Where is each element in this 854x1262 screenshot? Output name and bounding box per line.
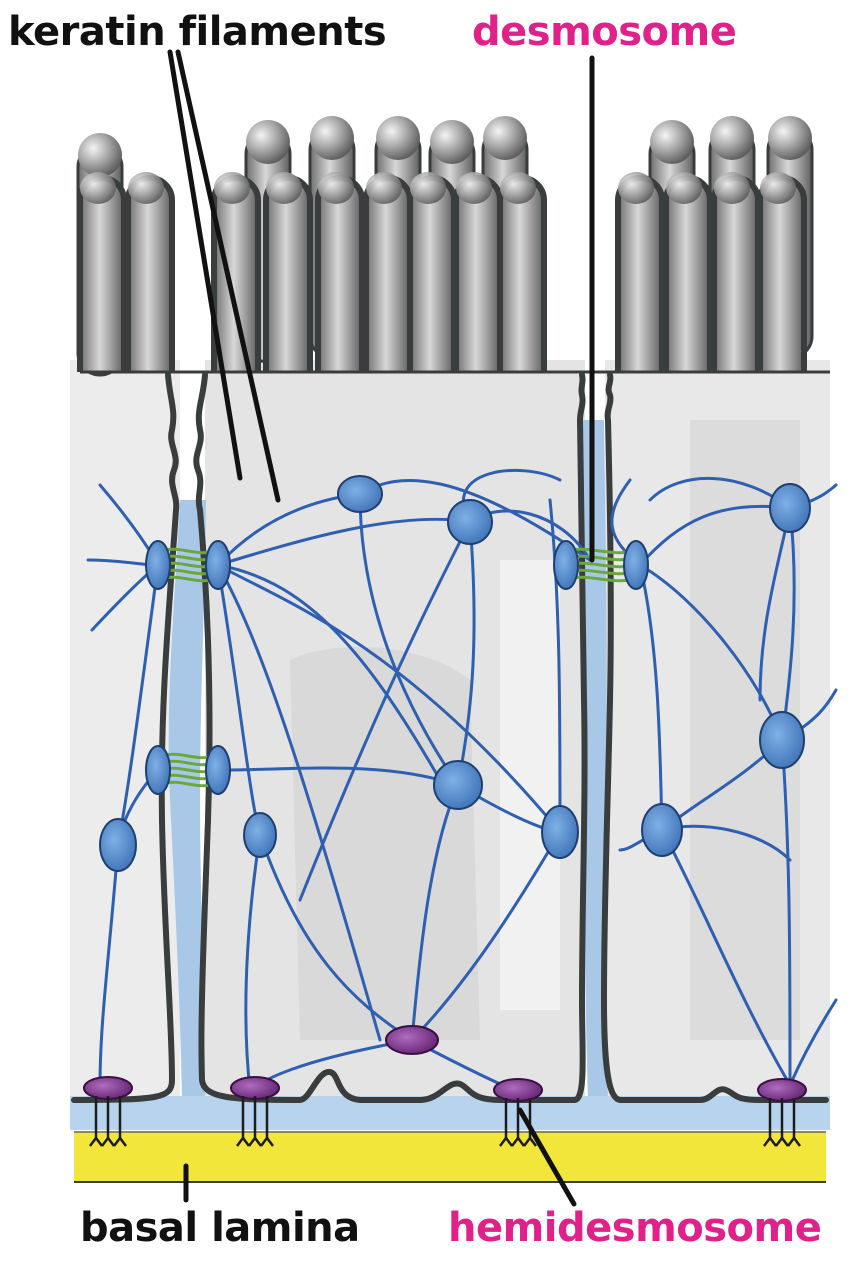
- cell-shadow: [290, 647, 480, 1040]
- microvillus-highlight: [128, 172, 164, 204]
- hemidesmosome-label: hemidesmosome: [448, 1208, 821, 1248]
- desmosome-plaque: [100, 819, 136, 871]
- basal-lamina-label: basal lamina: [80, 1208, 360, 1248]
- keratin-filaments-label: keratin filaments: [8, 12, 386, 52]
- hemidesmosome-plaque: [84, 1077, 132, 1099]
- hemidesmosome-plaque: [494, 1079, 542, 1101]
- microvillus-tip: [310, 116, 354, 160]
- microvillus-highlight: [266, 172, 302, 204]
- desmosome-plaque: [338, 476, 382, 512]
- microvillus-front: [80, 178, 124, 372]
- microvillus-tip: [710, 116, 754, 160]
- desmosome-plaque: [206, 541, 230, 589]
- microvillus-tip: [650, 120, 694, 164]
- microvillus-tip: [430, 120, 474, 164]
- microvillus-front: [410, 178, 454, 372]
- microvilli-group: [78, 116, 830, 375]
- desmosome-plaque: [146, 746, 170, 794]
- microvillus-front: [714, 178, 758, 372]
- hemidesmosome-plaque: [231, 1077, 279, 1099]
- microvillus-highlight: [714, 172, 750, 204]
- microvillus-front: [366, 178, 410, 372]
- microvillus-tip: [376, 116, 420, 160]
- microvillus-tip: [483, 116, 527, 160]
- microvillus-front: [760, 178, 804, 372]
- microvillus-highlight: [214, 172, 250, 204]
- hemidesmosome-plaque: [386, 1026, 438, 1054]
- desmosome-label: desmosome: [472, 12, 736, 52]
- microvillus-highlight: [618, 172, 654, 204]
- desmosome-plaque: [642, 804, 682, 856]
- desmosome-plaque: [206, 746, 230, 794]
- microvillus-highlight: [666, 172, 702, 204]
- desmosome-plaque: [624, 541, 648, 589]
- desmosome-plaque: [760, 712, 804, 768]
- desmosome-plaque: [554, 541, 578, 589]
- microvillus-front: [128, 178, 172, 372]
- microvillus-highlight: [760, 172, 796, 204]
- desmosome-plaque: [146, 541, 170, 589]
- microvillus-front: [666, 178, 710, 372]
- microvillus-front: [214, 178, 258, 372]
- microvillus-front: [318, 178, 362, 372]
- microvillus-tip: [78, 133, 122, 177]
- microvillus-highlight: [80, 172, 116, 204]
- microvillus-highlight: [500, 172, 536, 204]
- desmosome-plaque: [448, 500, 492, 544]
- microvillus-front: [618, 178, 662, 372]
- cell-shadow: [500, 560, 560, 1010]
- microvillus-highlight: [456, 172, 492, 204]
- microvillus-highlight: [410, 172, 446, 204]
- desmosome-plaque: [244, 813, 276, 857]
- desmosome-plaque: [770, 484, 810, 532]
- microvillus-front: [456, 178, 500, 372]
- microvillus-front: [500, 178, 544, 372]
- microvillus-highlight: [318, 172, 354, 204]
- hemidesmosome-plaque: [758, 1079, 806, 1101]
- desmosome-plaque: [542, 806, 578, 858]
- desmosome-plaque: [434, 761, 482, 809]
- microvillus-tip: [768, 116, 812, 160]
- microvillus-highlight: [366, 172, 402, 204]
- microvillus-tip: [246, 120, 290, 164]
- microvillus-front: [266, 178, 310, 372]
- intercellular-space-base: [70, 1096, 830, 1130]
